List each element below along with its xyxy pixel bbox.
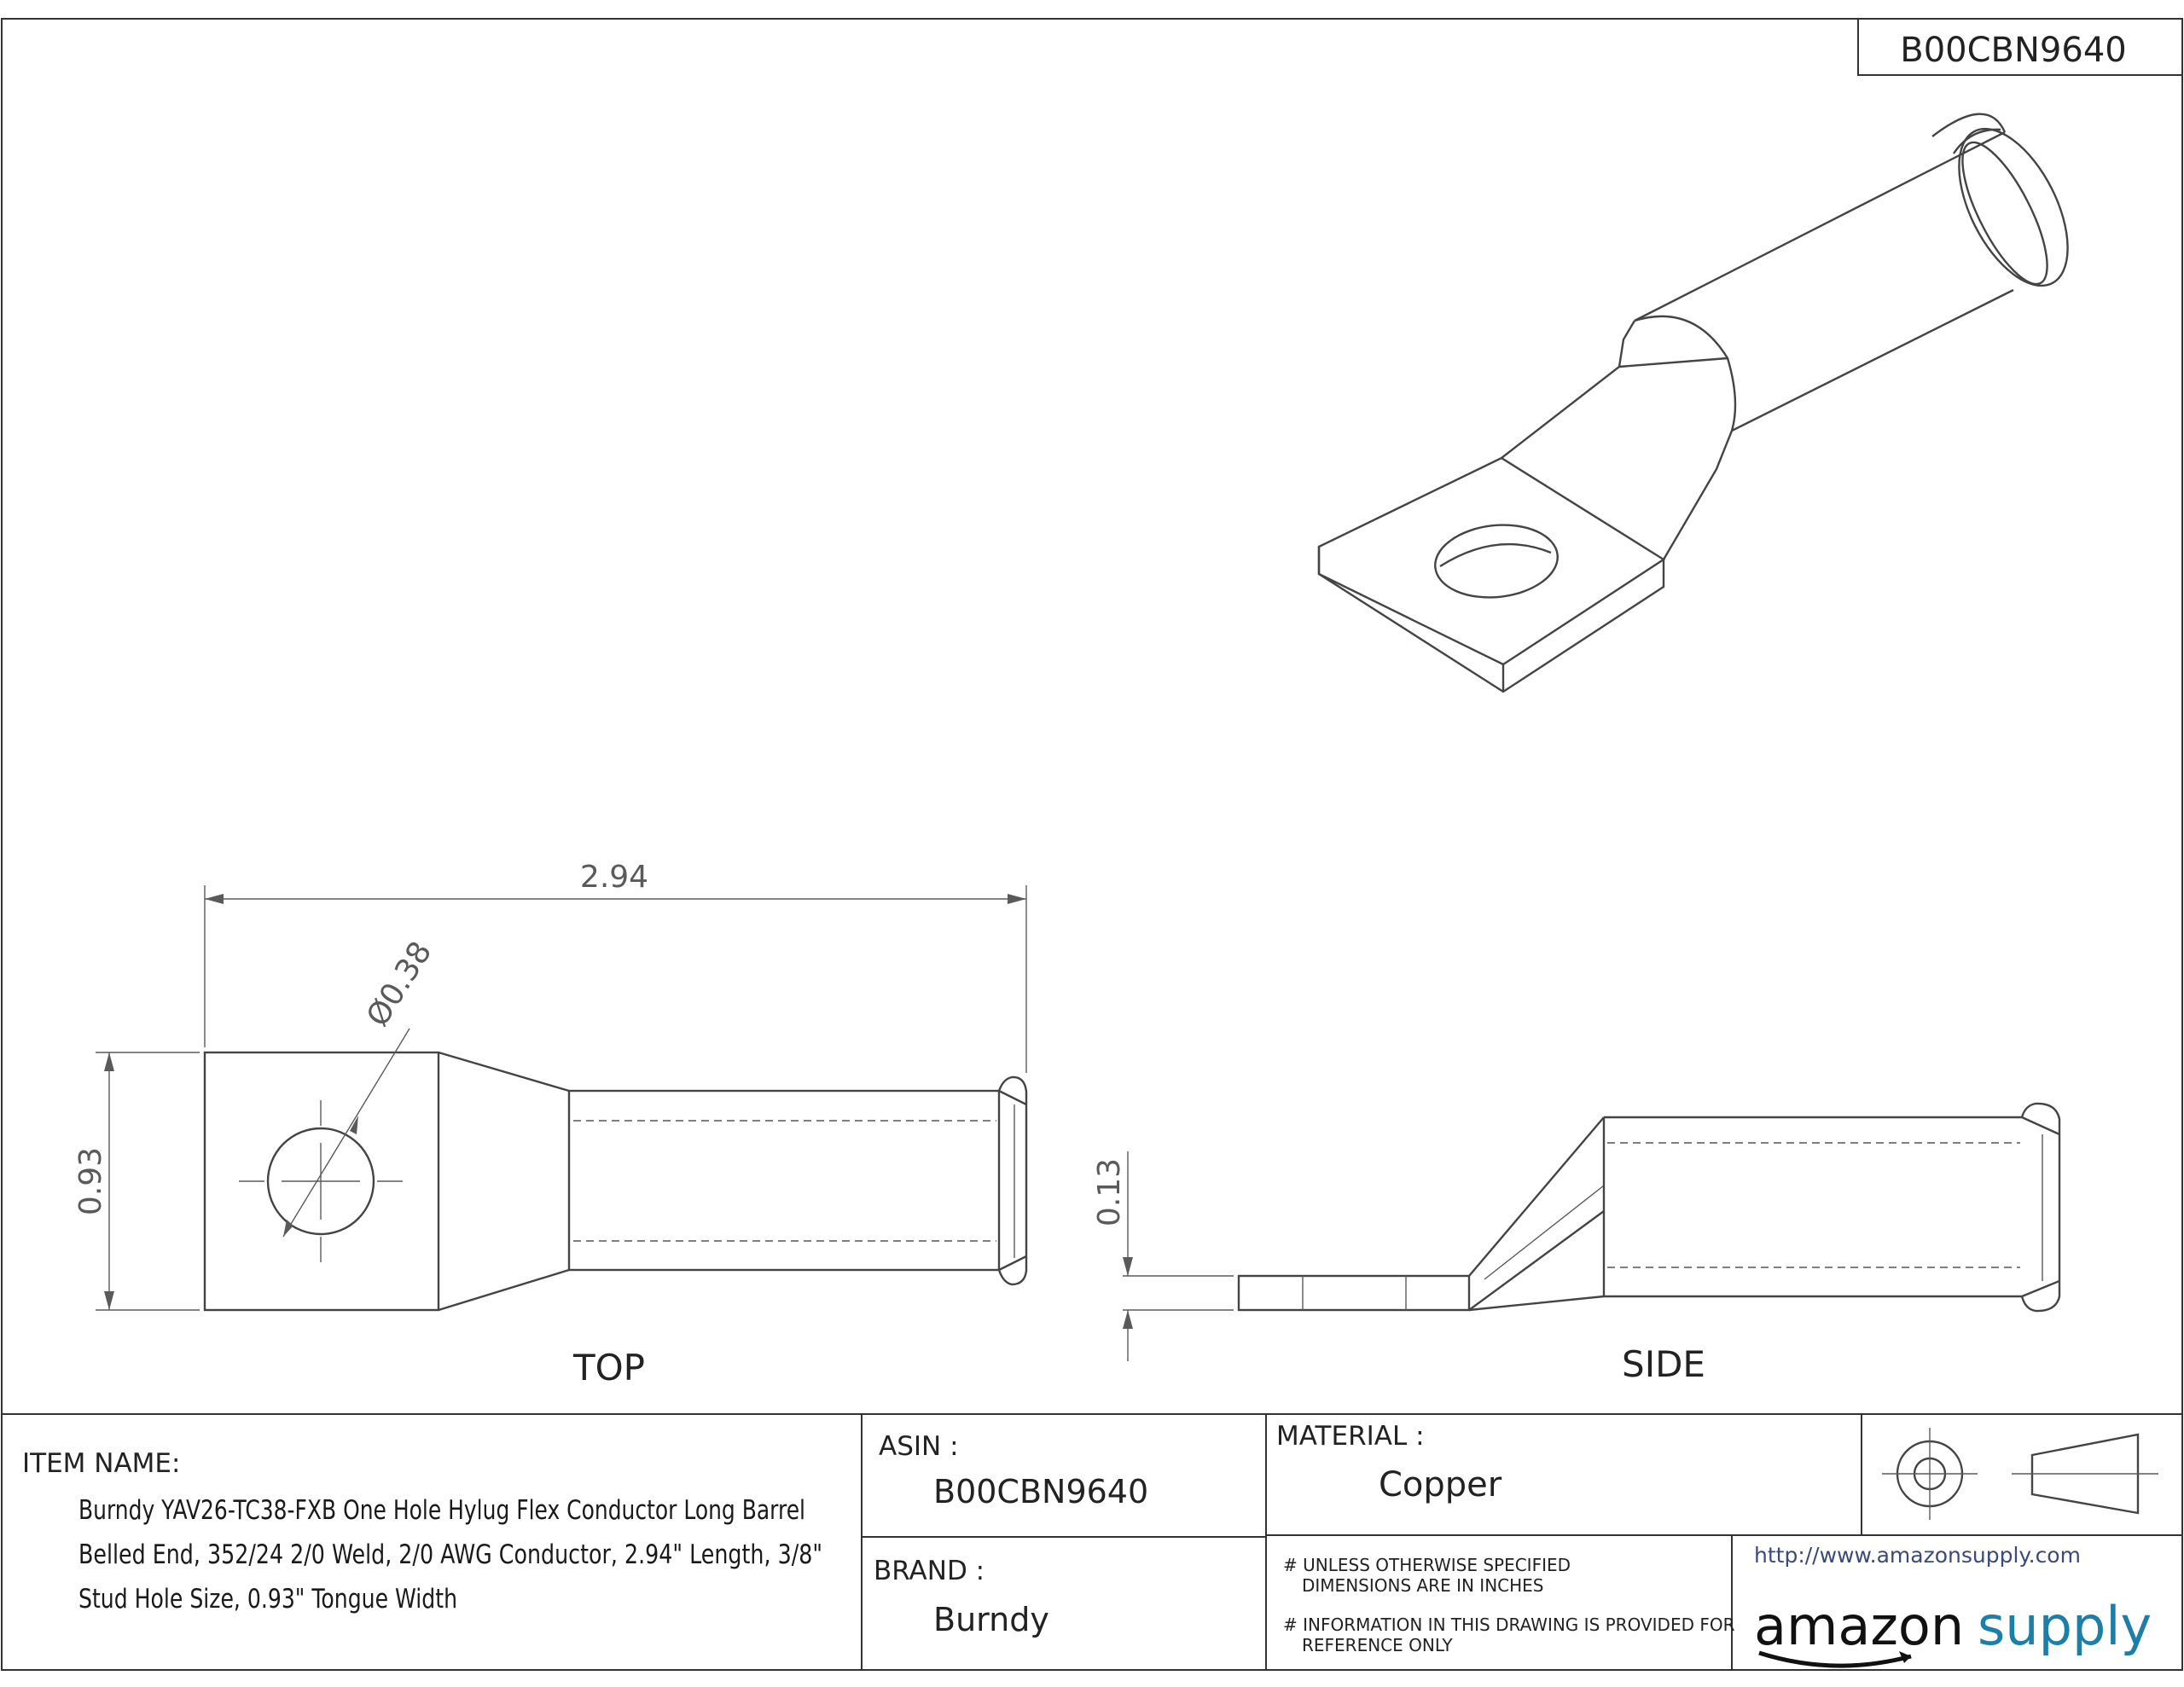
note-reference-line-2: REFERENCE ONLY: [1302, 1635, 1453, 1655]
material-value: Copper: [1379, 1465, 1502, 1504]
brand-label: BRAND :: [874, 1556, 985, 1586]
asin-value: B00CBN9640: [933, 1473, 1148, 1510]
logo-word-supply: supply: [1978, 1595, 2152, 1657]
note-reference-line-1: # INFORMATION IN THIS DRAWING IS PROVIDE…: [1283, 1615, 1735, 1635]
title-block: [2, 1413, 2182, 1670]
part-number: B00CBN9640: [1900, 31, 2126, 70]
projection-symbol-icon: [1882, 1428, 2158, 1520]
length-dimension: 2.94: [580, 860, 648, 895]
hole-diameter-dimension: Ø0.38: [360, 936, 439, 1033]
sheet-border: [1, 18, 2183, 1671]
side-view: [1123, 1102, 2061, 1361]
thickness-dimension: 0.13: [1092, 1158, 1127, 1226]
amazon-smile-icon: [1758, 1650, 1912, 1668]
amazonsupply-logo: amazon supply: [1754, 1595, 2152, 1668]
isometric-view: [1317, 113, 2069, 693]
item-name-line-1: Burndy YAV26-TC38-FXB One Hole Hylug Fle…: [78, 1495, 805, 1526]
item-name-label: ITEM NAME:: [22, 1448, 180, 1479]
logo-word-amazon: amazon: [1754, 1595, 1964, 1657]
item-name-line-2: Belled End, 352/24 2/0 Weld, 2/0 AWG Con…: [78, 1539, 822, 1570]
website-link[interactable]: http://www.amazonsupply.com: [1754, 1543, 2081, 1568]
top-view: [96, 885, 1028, 1312]
side-view-label: SIDE: [1622, 1343, 1705, 1385]
part-number-box: B00CBN9640: [1857, 19, 2182, 76]
item-name-line-3: Stud Hole Size, 0.93" Tongue Width: [78, 1584, 457, 1615]
material-label: MATERIAL :: [1276, 1421, 1425, 1452]
brand-value: Burndy: [933, 1601, 1049, 1638]
note-units-line-2: DIMENSIONS ARE IN INCHES: [1302, 1575, 1544, 1596]
top-view-label: TOP: [572, 1347, 645, 1388]
note-units-line-1: # UNLESS OTHERWISE SPECIFIED: [1283, 1555, 1571, 1575]
tongue-width-dimension: 0.93: [73, 1147, 108, 1215]
asin-label: ASIN :: [879, 1431, 959, 1462]
